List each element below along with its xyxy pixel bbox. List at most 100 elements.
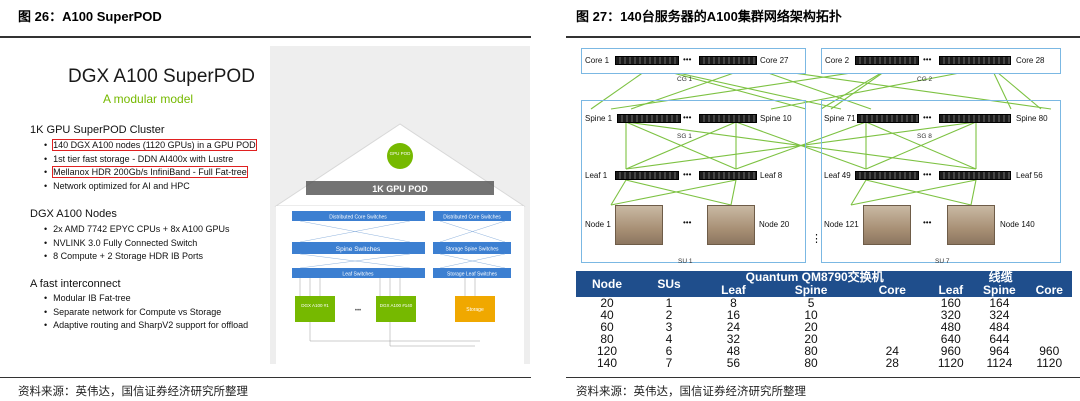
gpu-pod-badge xyxy=(387,143,413,169)
table-cell: 960 xyxy=(1039,344,1060,358)
table-cell xyxy=(1027,297,1072,309)
left-figure: 图 26：A100 SuperPOD DGX A100 SuperPOD A m… xyxy=(0,0,531,401)
bullet-item: NVLINK 3.0 Fully Connected Switch xyxy=(44,237,230,251)
su-7-label: SU 7 xyxy=(935,258,950,265)
slide-subtitle: A modular model xyxy=(103,92,194,106)
section-heading: DGX A100 Nodes xyxy=(30,208,117,220)
header-cable-group: 线缆 xyxy=(929,271,1072,284)
bullet-list: Modular IB Fat-tree Separate network for… xyxy=(44,292,248,333)
su-7-box xyxy=(821,100,1061,263)
leaf-switch xyxy=(699,171,757,180)
server-node xyxy=(947,205,995,245)
dots: ••• xyxy=(923,170,932,179)
su-1-box xyxy=(581,100,806,263)
table-cell: 3 xyxy=(665,320,673,334)
table-cell: 1120 xyxy=(1036,356,1063,370)
switch-cable-table: Node SUs Quantum QM8790交换机 线缆 Leaf Spine… xyxy=(576,271,1072,369)
divider xyxy=(0,377,531,378)
dots: ••• xyxy=(923,113,932,122)
dots: ••• xyxy=(683,113,692,122)
table-cell: 2 xyxy=(665,308,673,322)
table-cell: 5 xyxy=(807,296,815,310)
bullet-item: 140 DGX A100 nodes (1120 GPUs) in a GPU … xyxy=(44,139,257,153)
cg-2-label: CG 2 xyxy=(917,76,933,83)
server-node xyxy=(615,205,663,245)
subheader: Spine xyxy=(766,284,856,297)
slide-title: DGX A100 SuperPOD xyxy=(68,66,255,87)
table-cell xyxy=(1027,309,1072,321)
spine-switch xyxy=(939,114,1011,123)
section-heading: 1K GPU SuperPOD Cluster xyxy=(30,124,165,136)
cg-1-label: CG 1 xyxy=(677,76,693,83)
table-cell: 164 xyxy=(989,296,1010,310)
leaf-switch-bar xyxy=(292,268,425,278)
right-figure: 图 27：140台服务器的A100集群网络架构拓扑 xyxy=(566,0,1080,401)
dots: ••• xyxy=(923,218,932,227)
table-cell: 964 xyxy=(989,344,1010,358)
figure-title: 图 26：A100 SuperPOD xyxy=(18,9,162,24)
table-cell: 60 xyxy=(600,320,614,334)
dots: ••• xyxy=(923,55,932,64)
dgx-node-first xyxy=(295,296,335,322)
bullet-list: 2x AMD 7742 EPYC CPUs + 8x A100 GPUs NVL… xyxy=(44,223,230,264)
bullet-item: Mellanox HDR 200Gb/s InfiniBand - Full F… xyxy=(44,166,256,180)
table-cell: 160 xyxy=(940,296,961,310)
node-121-label: Node 121 xyxy=(824,220,859,229)
header-sus: SUs xyxy=(638,271,700,297)
table-cell: 80 xyxy=(804,356,818,370)
storage-leaf-switch-bar xyxy=(433,268,511,278)
core-switch-bar xyxy=(292,211,425,221)
table-cell: 1124 xyxy=(986,356,1013,370)
table-cell: 48 xyxy=(726,344,741,358)
table-cell: 10 xyxy=(804,308,818,322)
leaf-switch xyxy=(615,171,679,180)
leaf-1-label: Leaf 1 xyxy=(585,171,608,180)
table-cell: 4 xyxy=(665,332,673,346)
svg-text:Leaf Switches: Leaf Switches xyxy=(342,272,374,278)
server-node xyxy=(863,205,911,245)
spine-10-label: Spine 10 xyxy=(760,114,792,123)
core-switch xyxy=(615,56,679,65)
table-cell: 80 xyxy=(804,344,818,358)
spine-80-label: Spine 80 xyxy=(1016,114,1048,123)
core-1-label: Core 1 xyxy=(585,56,610,65)
bullet-item: 1st tier fast storage - DDN AI400x with … xyxy=(44,153,256,167)
core-switch xyxy=(699,56,757,65)
divider xyxy=(566,36,1080,38)
spine-71-label: Spine 71 xyxy=(824,114,856,123)
spine-switch xyxy=(617,114,681,123)
table-cell: 56 xyxy=(726,356,741,370)
bullet-item: Separate network for Compute vs Storage xyxy=(44,306,248,320)
table-cell: 80 xyxy=(600,332,614,346)
badge-label: GPU POD xyxy=(390,151,412,156)
topology-diagram: Core 1 ••• Core 27 Core 2 ••• Core 28 CG… xyxy=(571,42,1075,272)
table-cell xyxy=(855,297,929,309)
sg-1-label: SG 1 xyxy=(677,133,692,140)
table-cell: 484 xyxy=(989,320,1010,334)
table-cell: 16 xyxy=(726,308,741,322)
svg-text:Storage: Storage xyxy=(466,307,484,313)
storage-core-switch-bar xyxy=(433,211,511,221)
vertical-dots: ⋮ xyxy=(811,233,822,245)
table-cell: 120 xyxy=(596,344,618,358)
header-node: Node xyxy=(576,271,638,297)
table-cell: 20 xyxy=(600,296,614,310)
spine-switch xyxy=(857,114,919,123)
table-cell: 960 xyxy=(940,344,961,358)
table-cell: 644 xyxy=(989,332,1010,346)
subheader: Core xyxy=(855,284,930,297)
leaf-switch xyxy=(855,171,919,180)
svg-text:Distributed Core Switches: Distributed Core Switches xyxy=(329,215,387,221)
core-27-label: Core 27 xyxy=(760,56,789,65)
subheader: Spine xyxy=(972,284,1027,297)
storage-spine-switch-bar xyxy=(433,242,511,254)
table-cell: 6 xyxy=(665,344,673,358)
pod-diagram: GPU POD 1K GPU POD 1K GPU POD Distribute… xyxy=(270,46,530,364)
table-cell: 40 xyxy=(600,308,614,322)
sg-8-label: SG 8 xyxy=(917,133,932,140)
